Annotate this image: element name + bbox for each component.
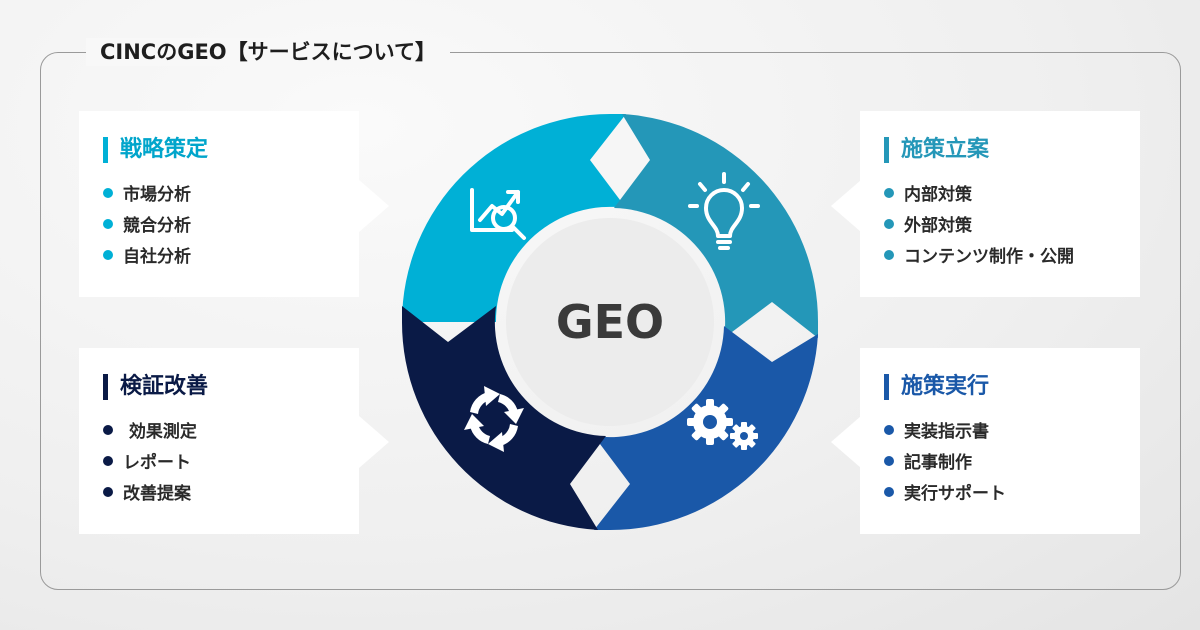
card-verification: 検証改善 効果測定 レポート 改善提案 — [79, 348, 359, 534]
chart-magnifier-icon — [470, 188, 526, 240]
list-item: 内部対策 — [884, 177, 1116, 208]
bullet-dot — [884, 486, 894, 497]
gears-icon — [687, 399, 758, 450]
list-item: 競合分析 — [103, 208, 335, 239]
list-item: コンテンツ制作・公開 — [884, 239, 1116, 270]
card-planning: 施策立案 内部対策 外部対策 コンテンツ制作・公開 — [860, 111, 1140, 297]
card-strategy-accent — [103, 137, 108, 163]
list-item: 市場分析 — [103, 177, 335, 208]
pointer-verification — [359, 416, 389, 468]
list-item: 記事制作 — [884, 445, 1116, 476]
card-execution-accent — [884, 374, 889, 400]
bullet-dot — [884, 455, 894, 466]
geo-cycle-diagram: GEO — [401, 114, 819, 531]
list-item: 効果測定 — [103, 414, 335, 445]
list-item: 改善提案 — [103, 476, 335, 507]
list-item: レポート — [103, 445, 335, 476]
card-strategy-title: 戦略策定 — [120, 137, 209, 162]
list-item: 実行サポート — [884, 476, 1116, 507]
bullet-dot — [103, 249, 113, 260]
service-frame — [40, 52, 1181, 590]
bullet-dot — [884, 218, 894, 229]
bullet-dot — [884, 187, 894, 198]
pointer-strategy — [359, 180, 389, 232]
bullet-dot — [884, 249, 894, 260]
bullet-dot — [103, 424, 113, 435]
card-execution-title: 施策実行 — [901, 374, 990, 399]
card-planning-accent — [884, 137, 889, 163]
card-strategy: 戦略策定 市場分析 競合分析 自社分析 — [79, 111, 359, 297]
card-verification-title: 検証改善 — [120, 374, 209, 399]
list-item: 自社分析 — [103, 239, 335, 270]
center-label: GEO — [556, 295, 664, 349]
cycle-center — [506, 218, 714, 426]
list-item: 外部対策 — [884, 208, 1116, 239]
card-execution: 施策実行 実装指示書 記事制作 実行サポート — [860, 348, 1140, 534]
bullet-dot — [103, 455, 113, 466]
bullet-dot — [103, 486, 113, 497]
lightbulb-icon — [688, 172, 760, 250]
cycle-segment-verification — [401, 306, 606, 530]
frame-title: CINCのGEO【サービスについて】 — [86, 38, 451, 66]
card-verification-accent — [103, 374, 108, 400]
bullet-dot — [103, 187, 113, 198]
pointer-execution — [831, 416, 861, 468]
refresh-cycle-icon — [464, 386, 524, 452]
bullet-dot — [103, 218, 113, 229]
list-item: 実装指示書 — [884, 414, 1116, 445]
card-planning-title: 施策立案 — [901, 137, 990, 162]
bullet-dot — [884, 424, 894, 435]
pointer-planning — [831, 180, 861, 232]
